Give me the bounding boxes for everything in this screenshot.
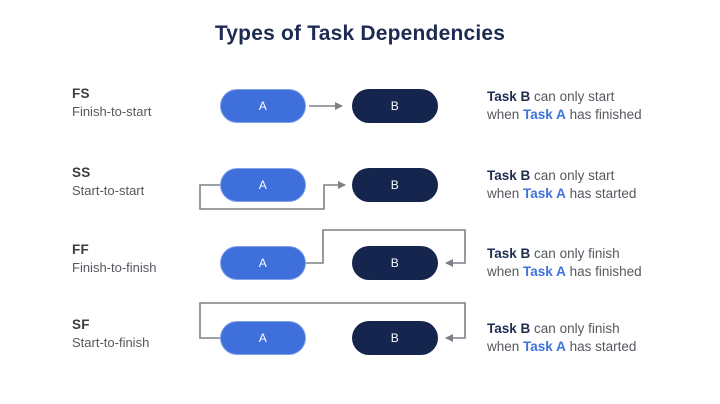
task-b-pill-label: B	[390, 99, 400, 113]
ss-arrow-icon	[199, 181, 346, 210]
row-ss-description: Task B can only start when Task A has st…	[487, 167, 697, 203]
description-line-2: when Task A has finished	[487, 264, 642, 279]
task-a-pill: A	[220, 89, 306, 123]
description-line-2: when Task A has started	[487, 186, 637, 201]
task-b-pill: B	[352, 321, 438, 355]
task-a-pill-label: A	[258, 256, 268, 270]
row-sf-description: Task B can only finish when Task A has s…	[487, 320, 697, 356]
description-line-1: Task B can only finish	[487, 246, 620, 261]
dependency-acronym: FF	[72, 242, 90, 257]
row-fs-label: FS Finish-to-start	[72, 86, 202, 121]
row-sf-label: SF Start-to-finish	[72, 317, 202, 352]
task-b-pill: B	[352, 168, 438, 202]
page-title: Types of Task Dependencies	[214, 22, 506, 45]
sf-arrow-icon	[199, 302, 466, 342]
dependency-acronym: FS	[72, 86, 90, 101]
description-line-2: when Task A has finished	[487, 107, 642, 122]
description-line-1: Task B can only start	[487, 168, 615, 183]
dependency-acronym: SS	[72, 165, 91, 180]
task-a-pill: A	[220, 246, 306, 280]
ff-arrow-icon	[306, 229, 466, 267]
dependency-acronym: SF	[72, 317, 90, 332]
task-b-pill: B	[352, 89, 438, 123]
dependency-name: Start-to-finish	[72, 335, 150, 350]
description-line-1: Task B can only start	[487, 89, 615, 104]
task-a-pill: A	[220, 321, 306, 355]
task-a-pill-label: A	[258, 178, 268, 192]
description-line-1: Task B can only finish	[487, 321, 620, 336]
dependency-name: Start-to-start	[72, 183, 145, 198]
task-b-pill: B	[352, 246, 438, 280]
description-line-2: when Task A has started	[487, 339, 637, 354]
row-ss-label: SS Start-to-start	[72, 165, 202, 200]
task-a-pill-label: A	[258, 99, 268, 113]
row-fs-description: Task B can only start when Task A has fi…	[487, 88, 697, 124]
task-b-pill-label: B	[390, 178, 400, 192]
row-ff-description: Task B can only finish when Task A has f…	[487, 245, 697, 281]
task-a-pill: A	[220, 168, 306, 202]
task-a-pill-label: A	[258, 331, 268, 345]
dependency-name: Finish-to-finish	[72, 260, 157, 275]
dependency-name: Finish-to-start	[72, 104, 152, 119]
row-ff-label: FF Finish-to-finish	[72, 242, 202, 277]
task-b-pill-label: B	[390, 256, 400, 270]
task-b-pill-label: B	[390, 331, 400, 345]
